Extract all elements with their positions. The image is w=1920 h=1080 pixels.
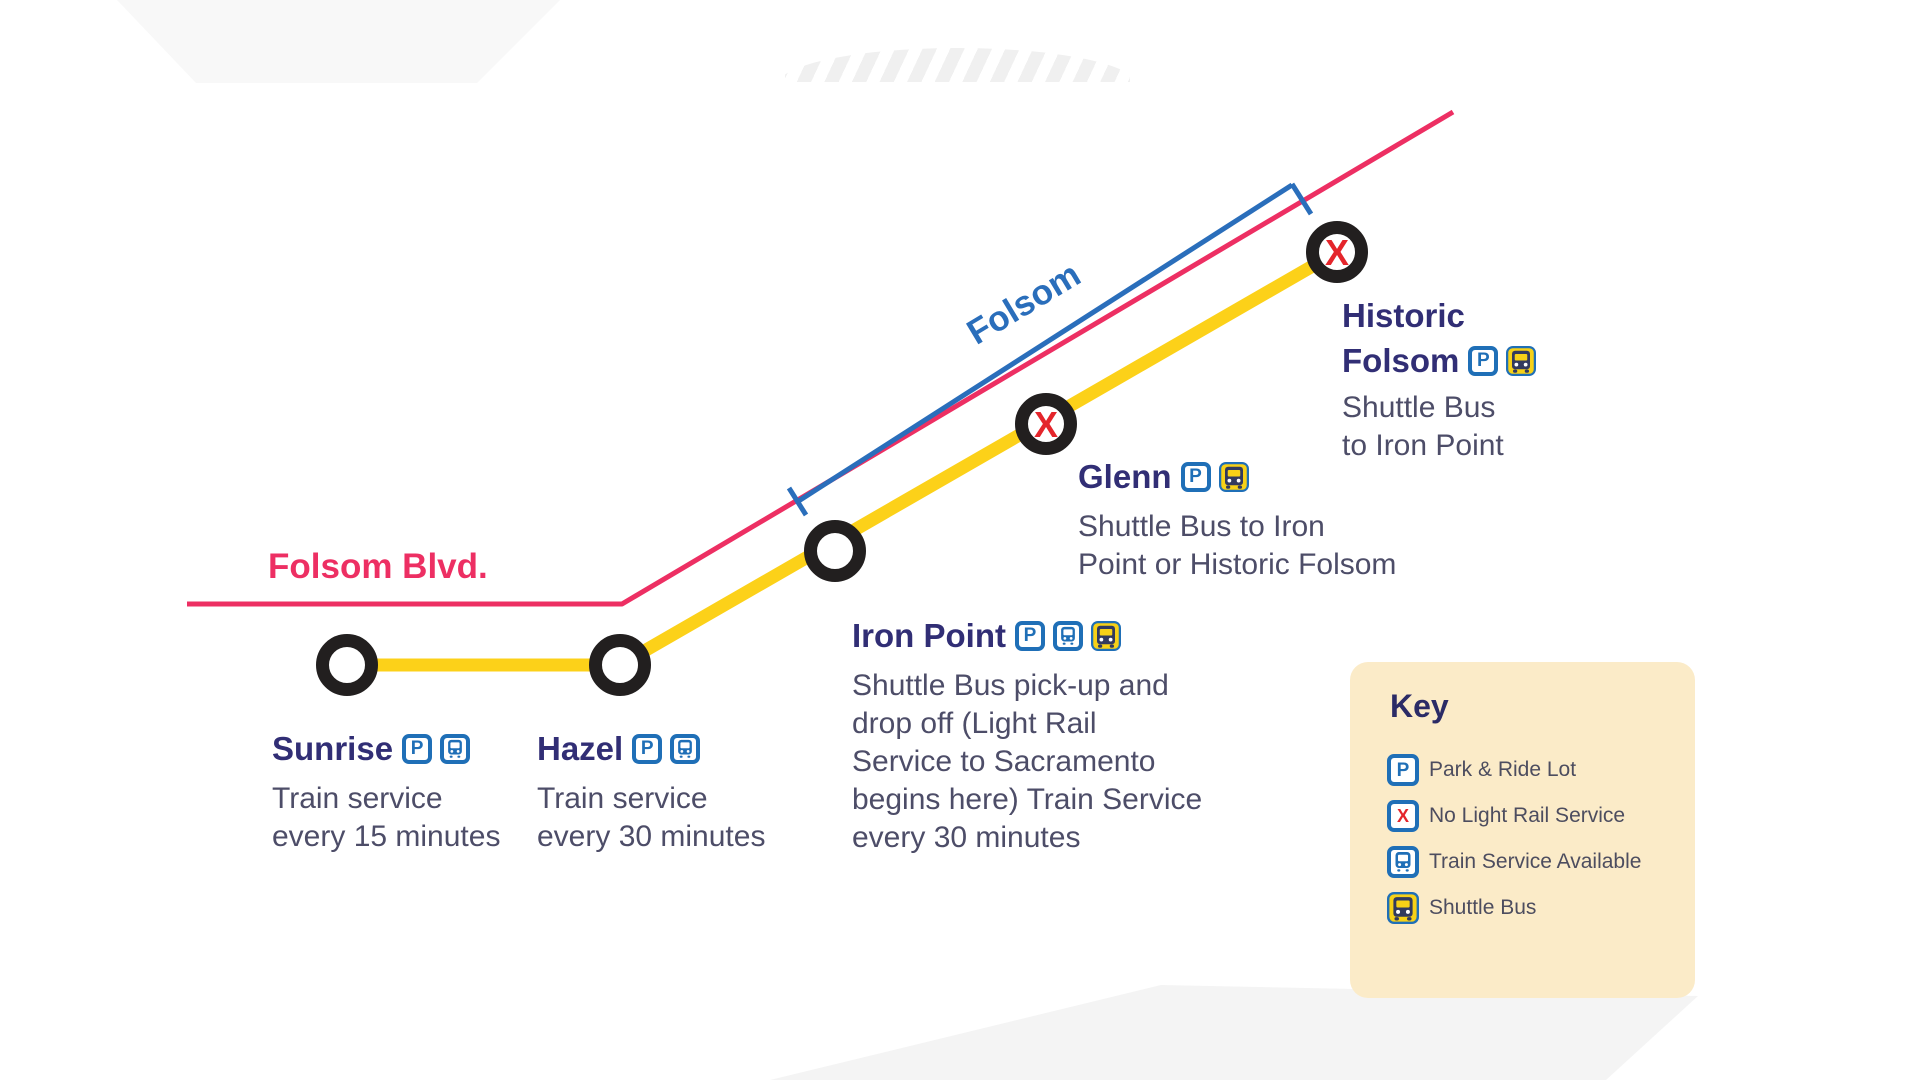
station-description-line: drop off (Light Rail (852, 707, 1097, 740)
station-marker-sunrise (316, 634, 378, 696)
station-name-line: Historic (1342, 297, 1465, 334)
station-name: Iron Point (852, 617, 1006, 654)
station-marker-iron-point (804, 520, 866, 582)
station-description-line: Shuttle Bus to Iron (1078, 510, 1325, 543)
legend-label: No Light Rail Service (1429, 804, 1626, 827)
corner-band-decoration (117, 0, 560, 83)
park-and-ride-icon: P (632, 733, 663, 764)
shuttle-bus-icon (1218, 461, 1249, 492)
station-marker-historic-folsom: X (1306, 221, 1368, 283)
station-name: Hazel (537, 730, 624, 767)
station-block-historic-folsom: Historic Folsom P Shuttle Bus to Iron Po… (1342, 293, 1537, 465)
park-and-ride-icon: P (1468, 345, 1499, 376)
train-service-icon (670, 733, 701, 764)
station-description-line: Point or Historic Folsom (1078, 548, 1397, 581)
legend-title: Key (1390, 688, 1449, 724)
station-description-line: every 15 minutes (272, 820, 501, 853)
no-rail-service-icon: X (1387, 800, 1419, 832)
station-name-line: Folsom (1342, 342, 1460, 379)
legend-item-no-service: X No Light Rail Service (1387, 800, 1641, 832)
shuttle-bus-icon (1387, 892, 1419, 924)
bottom-band-decoration (770, 985, 1698, 1080)
no-rail-service-x: X (1033, 404, 1058, 445)
legend-label: Train Service Available (1429, 850, 1642, 873)
train-service-icon (1387, 846, 1419, 878)
park-and-ride-icon: P (1387, 754, 1419, 786)
legend-item-park-ride: P Park & Ride Lot (1387, 754, 1641, 786)
station-block-sunrise: Sunrise P Train service every 15 minutes (272, 726, 500, 856)
station-name: Glenn (1078, 458, 1172, 495)
station-marker-hazel (589, 634, 651, 696)
station-description-line: every 30 minutes (537, 820, 766, 853)
station-description-line: Shuttle Bus (1342, 391, 1496, 424)
city-bracket-line (795, 182, 1294, 505)
road-label: Folsom Blvd. (268, 547, 488, 586)
station-description-line: Shuttle Bus pick-up and (852, 669, 1169, 702)
station-marker-glenn: X (1015, 393, 1077, 455)
station-block-glenn: Glenn P Shuttle Bus to Iron Point or His… (1078, 454, 1396, 584)
station-description-line: every 30 minutes (852, 821, 1081, 854)
park-and-ride-icon: P (402, 733, 433, 764)
station-description-line: begins here) Train Service (852, 783, 1203, 816)
city-bracket-tick-start (786, 486, 809, 517)
legend-item-shuttle-bus: Shuttle Bus (1387, 892, 1641, 924)
train-service-icon (1052, 620, 1083, 651)
legend-box: Key P Park & Ride Lot X No Light Rail Se… (1350, 662, 1695, 998)
legend-label: Park & Ride Lot (1429, 758, 1577, 781)
legend-item-train-service: Train Service Available (1387, 846, 1641, 878)
station-block-hazel: Hazel P Train service every 30 minutes (537, 726, 765, 856)
station-description-line: Service to Sacramento (852, 745, 1156, 778)
park-and-ride-icon: P (1014, 620, 1045, 651)
road-line (187, 109, 1455, 607)
shuttle-bus-icon (1506, 345, 1537, 376)
legend-label: Shuttle Bus (1429, 896, 1537, 919)
shuttle-bus-icon (1090, 620, 1121, 651)
city-bracket-tick-end (1289, 182, 1314, 216)
park-and-ride-icon: P (1180, 461, 1211, 492)
no-rail-service-x: X (1324, 232, 1349, 273)
train-service-icon (440, 733, 471, 764)
station-description-line: to Iron Point (1342, 429, 1504, 462)
station-block-iron-point: Iron Point P Shuttle Bus pick-up and dro… (852, 613, 1202, 857)
station-description-line: Train service (272, 782, 443, 815)
station-name: Sunrise (272, 730, 394, 767)
station-description-line: Train service (537, 782, 708, 815)
